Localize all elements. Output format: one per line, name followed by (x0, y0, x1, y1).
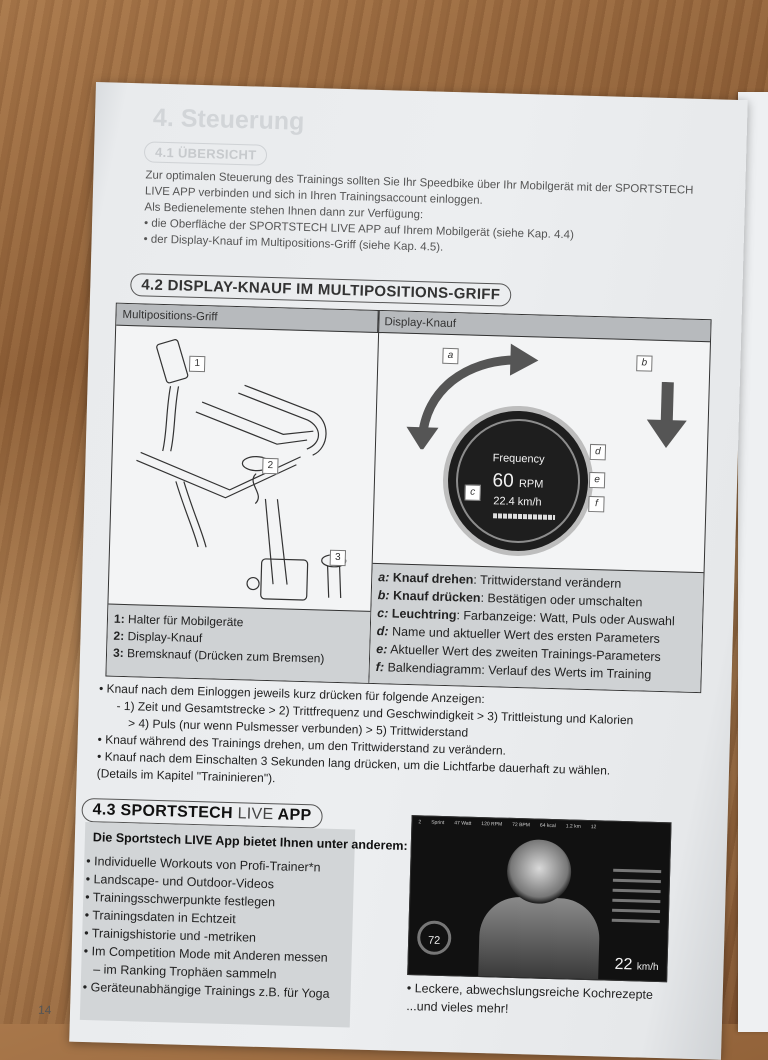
ranking-list (611, 862, 662, 930)
figure-tag-2: 2 (262, 457, 279, 475)
display-knob-notes: • Knauf nach dem Einloggen jeweils kurz … (96, 680, 699, 799)
stat-distance: 1.2 km (565, 823, 581, 830)
stat-kcal: 64 kcal (539, 822, 556, 830)
figure-tag-3: 3 (329, 549, 347, 567)
figure-tag-e: e (588, 471, 606, 489)
page-number: 14 (37, 1002, 52, 1018)
level-badge: 2 (418, 819, 422, 826)
handlebar-illustration (136, 339, 347, 601)
figure-tag-f: f (588, 495, 605, 513)
table-header-left: Multipositions-Griff (116, 303, 379, 333)
speed-readout: 22 km/h (614, 955, 659, 974)
figure-tag-1: 1 (188, 355, 206, 373)
legend-handlebar: 1: Halter für Mobilgeräte 2: Display-Kna… (106, 603, 371, 683)
heart-rate-gauge: 72 (416, 920, 452, 956)
display-knob-figure: a b Frequency 60 RPM 22.4 km/h c d e f (373, 334, 710, 572)
legend-display-knob: a: Knauf drehen: Trittwiderstand verände… (369, 562, 704, 693)
section-4-2-heading: 4.2 DISPLAY-KNAUF IM MULTIPOSITIONS-GRIF… (130, 273, 512, 307)
app-more-features: • Leckere, abwechslungsreiche Kochrezept… (406, 979, 653, 1022)
manual-page: 4. Steuerung 4.1 ÜBERSICHT Zur optimalen… (38, 82, 748, 1060)
stat-watt: 47 Watt (454, 820, 472, 827)
display-value-number: 60 (492, 470, 515, 492)
figure-tag-b: b (636, 355, 653, 372)
push-arrow-icon (646, 381, 687, 449)
section-4-1-heading: 4.1 ÜBERSICHT (143, 141, 268, 166)
chapter-title: 4. Steuerung (152, 103, 305, 136)
trainer-face (506, 838, 573, 905)
display-value-unit: RPM (518, 477, 544, 491)
stat-count: 12 (590, 824, 597, 831)
rotate-arrow-icon (406, 343, 539, 452)
figure-tag-d: d (589, 443, 607, 461)
app-feature-list: • Individuelle Workouts von Profi-Traine… (82, 852, 333, 1003)
section-4-1-body: Zur optimalen Steuerung des Trainings so… (143, 167, 705, 263)
stat-rpm: 120 RPM (481, 821, 503, 828)
display-knob-table: Multipositions-Griff Display-Knauf (105, 302, 712, 694)
figure-tag-c: c (464, 484, 481, 501)
mode-label: Sprint (431, 819, 445, 827)
figure-tag-a: a (442, 347, 459, 365)
app-stats-header: 2 Sprint 47 Watt 120 RPM 72 BPM 64 kcal … (412, 816, 670, 841)
display-knob: Frequency 60 RPM 22.4 km/h (440, 403, 596, 559)
app-screenshot: 2 Sprint 47 Watt 120 RPM 72 BPM 64 kcal … (407, 815, 672, 983)
stat-bpm: 72 BPM (512, 821, 531, 829)
trainer-body (478, 896, 601, 980)
